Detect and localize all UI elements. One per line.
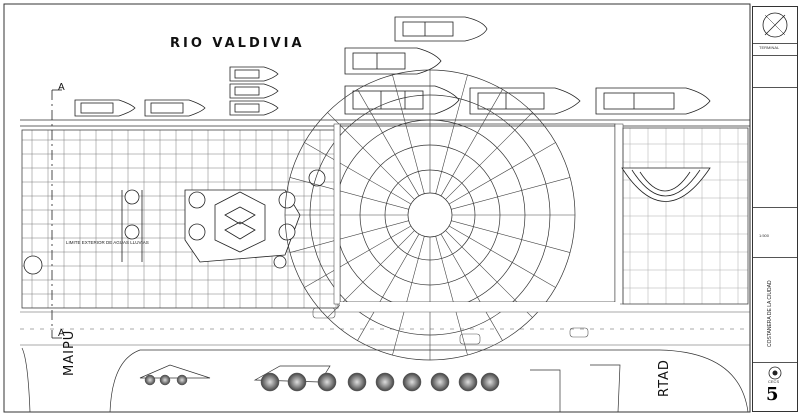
section-line-a [51, 89, 62, 339]
boat [344, 85, 460, 115]
tree [458, 372, 478, 392]
trees [144, 372, 500, 392]
amphitheater [621, 167, 711, 202]
title-block-divider [753, 257, 797, 258]
boat [469, 87, 581, 115]
road [20, 307, 750, 346]
sheet-number: 5 [766, 384, 779, 405]
boat [144, 99, 206, 117]
radial-spoke [440, 233, 503, 341]
boat [229, 100, 279, 116]
boat [229, 83, 279, 99]
boat [595, 87, 711, 115]
radial-spoke [304, 225, 412, 288]
radial-spoke [448, 142, 556, 205]
title-block-divider [753, 362, 797, 363]
title-block-divider [753, 55, 797, 56]
radial-clip-right [614, 123, 624, 305]
radial-spoke [289, 220, 409, 253]
radial-spoke [435, 74, 468, 194]
title-block-firm: CECS [768, 379, 780, 384]
boats [74, 16, 711, 117]
pavilion [23, 169, 326, 275]
boat [229, 66, 279, 82]
radial-spoke [448, 225, 556, 288]
title-block-divider [753, 207, 797, 208]
radial-clip-bottom [340, 302, 620, 312]
drawing-note: LIMITE EXTERIOR DE AGUAS LLUVIAS [66, 240, 149, 245]
radial-spoke [304, 142, 412, 205]
tree [375, 372, 395, 392]
tree [480, 372, 500, 392]
right-grid-plaza [622, 127, 749, 305]
street-label-right: RTAD [657, 359, 672, 397]
radial-spoke [289, 177, 409, 210]
boat [344, 47, 442, 75]
tree [347, 372, 367, 392]
boat [74, 99, 136, 117]
tree [287, 372, 307, 392]
title-block-divider [753, 43, 797, 44]
title-block-divider [753, 87, 797, 88]
tree [402, 372, 422, 392]
radial-spoke [445, 112, 533, 200]
radial-spoke [440, 89, 503, 197]
title-block-sheet-title: COSTANERA DE LA CIUDAD [767, 280, 773, 347]
radial-spoke [392, 236, 425, 356]
section-marker-bottom: A [58, 328, 65, 339]
title-block: TERMINAL 1:500 COSTANERA DE LA CIUDAD CE… [752, 6, 798, 412]
title-block-top-label: TERMINAL [759, 45, 780, 50]
title-block-scale: 1:500 [759, 233, 770, 238]
tree [430, 372, 450, 392]
tree [317, 372, 337, 392]
tree [159, 374, 171, 386]
radial-spoke [451, 220, 571, 253]
radial-spoke [435, 236, 468, 356]
radial-spoke [357, 89, 420, 197]
radial-spokes [285, 70, 575, 360]
tree [176, 374, 188, 386]
drawing-frame [3, 3, 751, 413]
boat [394, 16, 488, 42]
radial-clip-left [333, 123, 341, 305]
radial-spoke [392, 74, 425, 194]
tree [144, 374, 156, 386]
radial-spoke [451, 177, 571, 210]
river-label: RIO VALDIVIA [170, 36, 305, 51]
waterfront-edge [20, 119, 750, 127]
radial-spoke [357, 233, 420, 341]
tree [260, 372, 280, 392]
firm-logo-icon [768, 366, 782, 380]
radial-spoke [327, 112, 415, 200]
section-marker-top: A [58, 82, 65, 93]
north-arrow-icon [762, 12, 788, 38]
